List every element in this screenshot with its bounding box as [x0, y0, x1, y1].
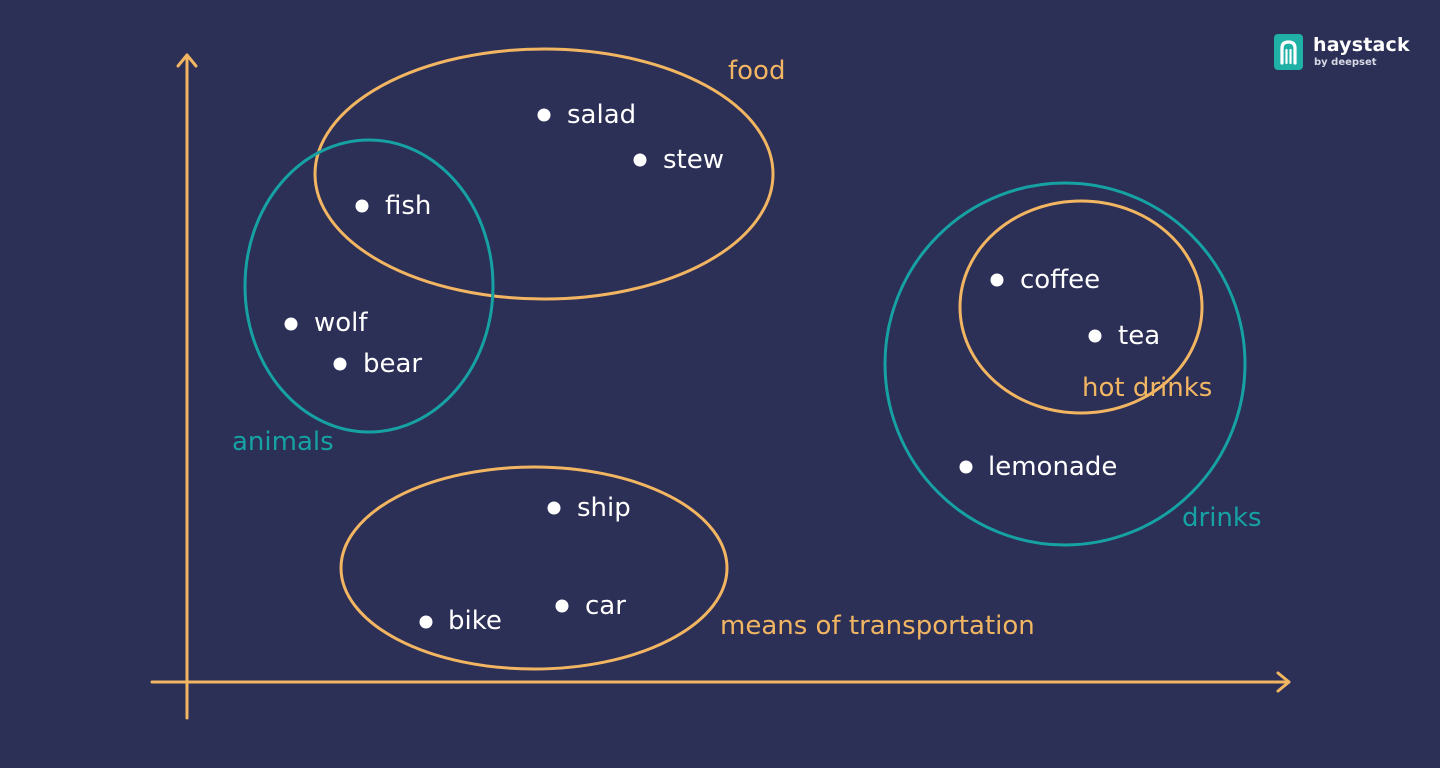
word-stew: stew — [633, 145, 724, 175]
point-dot — [537, 108, 551, 122]
drinks-ellipse — [883, 181, 1247, 547]
word-bike: bike — [419, 606, 502, 636]
word-label: lemonade — [988, 452, 1117, 482]
point-dot — [555, 599, 569, 613]
word-label: car — [585, 591, 626, 621]
point-dot — [333, 357, 347, 371]
word-label: coffee — [1020, 265, 1100, 295]
word-label: fish — [385, 191, 431, 221]
haystack-logo: haystack by deepset — [1274, 34, 1414, 74]
haystack-logo-icon — [1274, 34, 1303, 70]
word-coffee: coffee — [990, 265, 1100, 295]
y-axis-arrowhead — [176, 53, 198, 68]
point-dot — [1088, 329, 1102, 343]
x-axis-arrowhead — [1276, 671, 1291, 693]
point-dot — [547, 501, 561, 515]
logo-wordmark: haystack — [1313, 34, 1410, 56]
word-label: bear — [363, 349, 422, 379]
word-salad: salad — [537, 100, 636, 130]
logo-subtitle: by deepset — [1314, 57, 1377, 68]
axes — [150, 53, 1291, 720]
word-label: salad — [567, 100, 636, 130]
group-label-food: food — [728, 56, 785, 86]
word-bear: bear — [333, 349, 422, 379]
word-label: tea — [1118, 321, 1160, 351]
word-car: car — [555, 591, 626, 621]
point-dot — [355, 199, 369, 213]
word-wolf: wolf — [284, 308, 368, 338]
word-label: stew — [663, 145, 724, 175]
point-dot — [990, 273, 1004, 287]
word-fish: fish — [355, 191, 431, 221]
word-lemonade: lemonade — [959, 452, 1117, 482]
word-tea: tea — [1088, 321, 1160, 351]
word-label: bike — [448, 606, 502, 636]
point-dot — [633, 153, 647, 167]
group-label-animals: animals — [232, 427, 334, 457]
word-label: wolf — [314, 308, 368, 338]
point-dot — [959, 460, 973, 474]
hot-drinks-ellipse — [958, 199, 1204, 415]
transportation-ellipse — [339, 465, 729, 671]
word-ship: ship — [547, 493, 631, 523]
group-label-drinks: drinks — [1182, 503, 1262, 533]
food-ellipse — [313, 47, 775, 301]
animals-ellipse — [243, 138, 495, 434]
group-label-hot-drinks: hot drinks — [1082, 373, 1212, 403]
word-label: ship — [577, 493, 631, 523]
point-dot — [284, 317, 298, 331]
point-dot — [419, 615, 433, 629]
group-label-transportation: means of transportation — [720, 611, 1035, 641]
